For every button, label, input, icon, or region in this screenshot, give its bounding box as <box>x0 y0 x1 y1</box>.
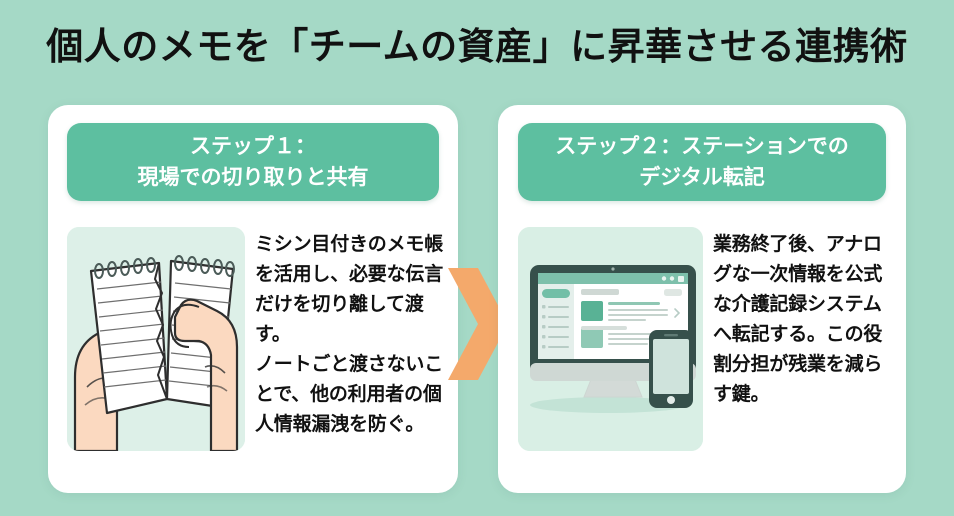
hands-tearing-notepad-icon <box>67 227 245 451</box>
step-card-1: ステップ１： 現場での切り取りと共有 <box>48 105 458 493</box>
step-2-heading: ステップ２：ステーションでの デジタル転記 <box>518 123 886 201</box>
page-title: 個人のメモを「チームの資産」に昇華させる連携術 <box>46 25 908 68</box>
step-2-heading-line2: デジタル転記 <box>639 165 765 189</box>
step-1-content: ミシン目付きのメモ帳を活用し、必要な伝言だけを切り離して渡す。 ノートごと渡さな… <box>67 227 444 471</box>
step-2-content: 業務終了後、アナログな一次情報を公式な介護記録システムへ転記する。この役割分担が… <box>518 227 892 471</box>
step-2-heading-line1: ステップ２：ステーションでの <box>555 134 849 158</box>
step-2-body-text: 業務終了後、アナログな一次情報を公式な介護記録システムへ転記する。この役割分担が… <box>713 233 883 405</box>
step-1-heading-line2: 現場での切り取りと共有 <box>137 165 369 189</box>
step-1-heading: ステップ１： 現場での切り取りと共有 <box>67 123 439 201</box>
step-1-body-text: ミシン目付きのメモ帳を活用し、必要な伝言だけを切り離して渡す。 ノートごと渡さな… <box>255 233 444 435</box>
desktop-monitor-and-smartphone-icon <box>518 227 703 451</box>
step-card-2: ステップ２：ステーションでの デジタル転記 <box>498 105 906 493</box>
chevron-right-arrow-icon <box>444 262 512 386</box>
step-1-heading-line1: ステップ１： <box>190 134 316 158</box>
